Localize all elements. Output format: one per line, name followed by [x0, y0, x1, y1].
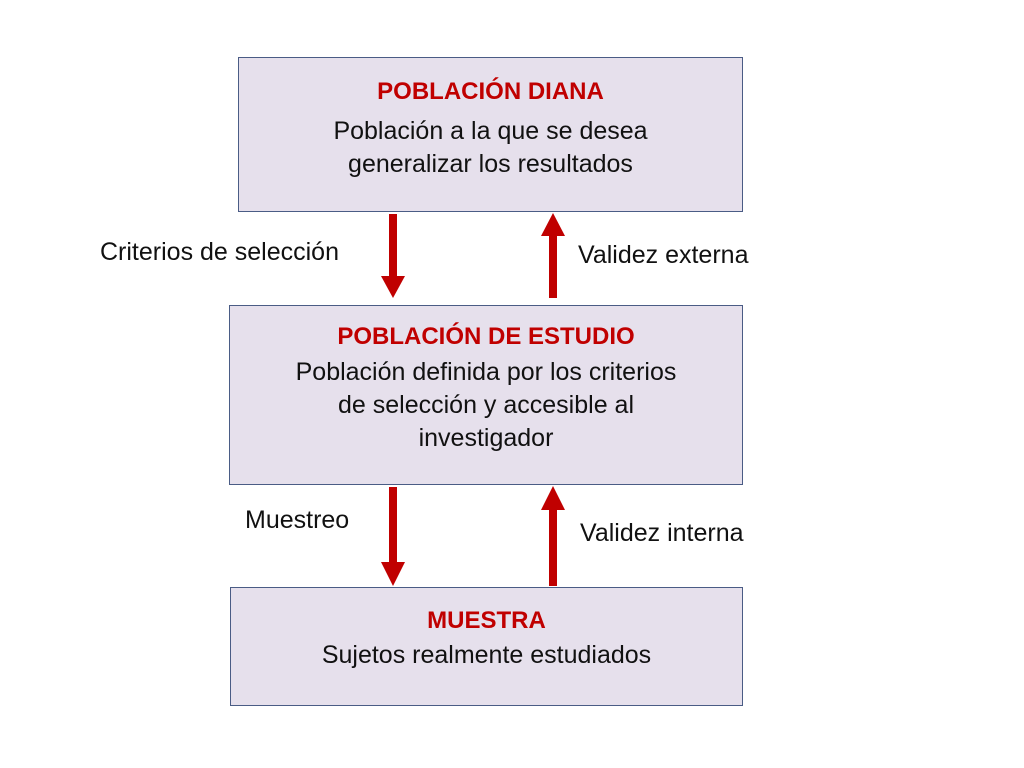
arrow-up-validez-interna — [541, 486, 565, 586]
poblacion-estudio-description: Población definida por los criterios de … — [230, 356, 742, 455]
criterios-seleccion-label: Criterios de selección — [100, 238, 339, 266]
poblacion-estudio-line-1: Población definida por los criterios — [295, 358, 677, 386]
poblacion-diana-title: POBLACIÓN DIANA — [377, 78, 604, 105]
poblacion-estudio-box: POBLACIÓN DE ESTUDIO Población definida … — [229, 305, 743, 485]
poblacion-estudio-title: POBLACIÓN DE ESTUDIO — [337, 323, 635, 350]
arrow-up-validez-externa — [541, 213, 565, 298]
validez-interna-label: Validez interna — [580, 519, 744, 547]
arrow-down-muestreo — [381, 487, 405, 586]
muestreo-label: Muestreo — [245, 506, 350, 534]
poblacion-estudio-line-3: investigador — [418, 424, 554, 452]
poblacion-diana-description: Población a la que se desea generalizar … — [239, 115, 742, 181]
muestra-title: MUESTRA — [427, 607, 546, 634]
muestra-description: Sujetos realmente estudiados — [231, 639, 742, 672]
validez-externa-label: Validez externa — [578, 241, 749, 269]
poblacion-diana-line-1: Población a la que se desea — [333, 117, 648, 145]
poblacion-diana-line-2: generalizar los resultados — [348, 150, 633, 178]
muestra-box: MUESTRA Sujetos realmente estudiados — [230, 587, 743, 706]
muestra-line-1: Sujetos realmente estudiados — [321, 641, 652, 669]
arrow-down-criterios — [381, 214, 405, 298]
poblacion-estudio-line-2: de selección y accesible al — [338, 391, 634, 419]
poblacion-diana-box: POBLACIÓN DIANA Población a la que se de… — [238, 57, 743, 212]
